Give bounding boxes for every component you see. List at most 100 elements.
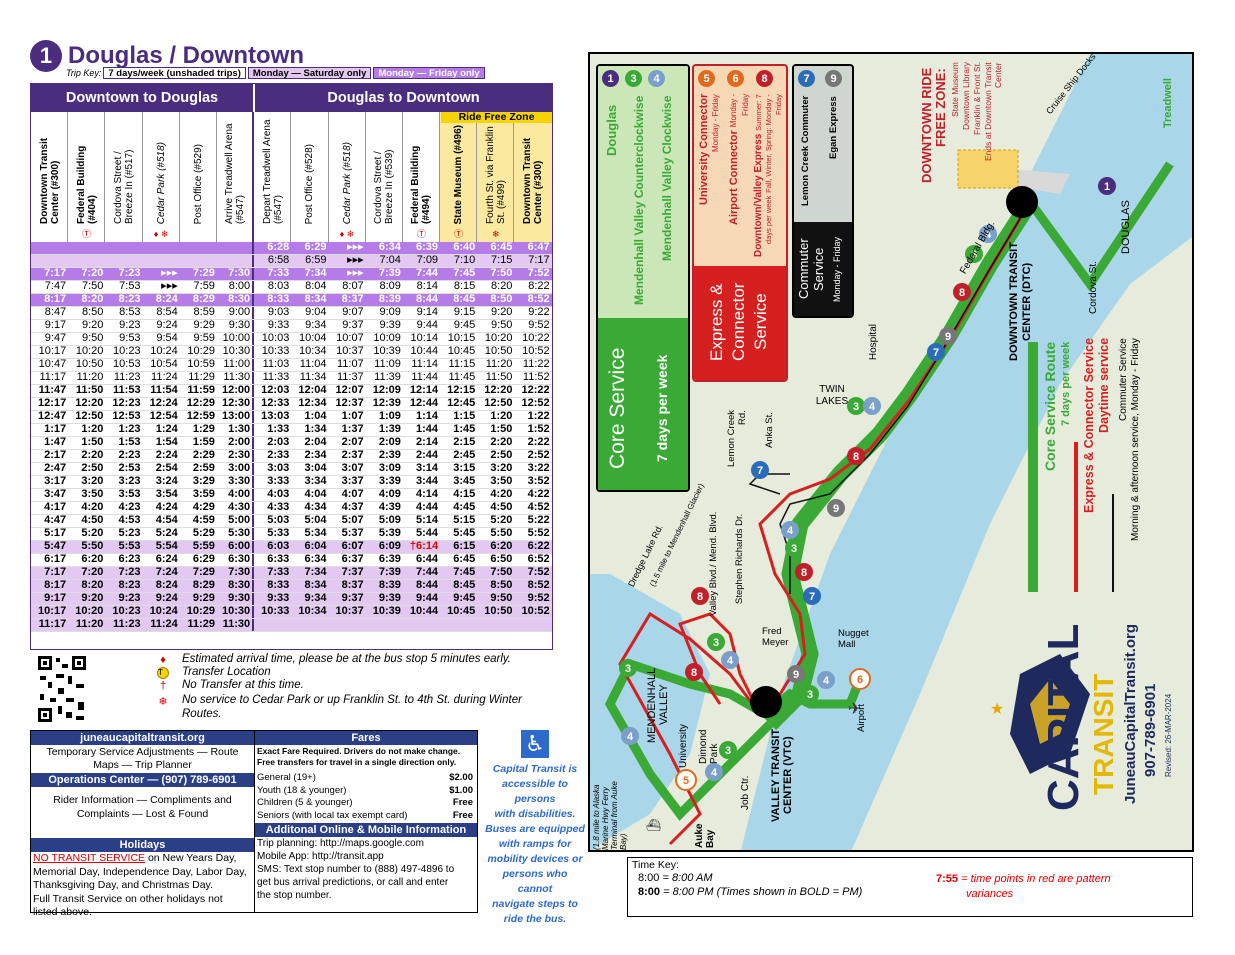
time-cell: 1:20	[81, 423, 104, 435]
time-cell: 3:14	[416, 462, 439, 474]
route-4-icon: 4	[648, 70, 665, 87]
time-cell: 2:47	[44, 462, 67, 474]
label-airport: Airport	[856, 704, 867, 732]
time-cell: 1:22	[527, 410, 550, 422]
accessibility-line: Capital Transit is	[492, 763, 578, 775]
stop-header: Post Office (#528)	[291, 112, 329, 242]
qr-code[interactable]	[36, 654, 88, 724]
time-cell: 8:14	[416, 280, 439, 292]
time-cell: 2:24	[155, 449, 178, 461]
label-lemon-creek: Lemon Creek Rd.	[726, 410, 748, 468]
time-cell: 8:33	[267, 579, 290, 591]
time-cell: 3:50	[490, 475, 513, 487]
time-cell: 12:54	[149, 410, 178, 422]
time-cell: 8:30	[217, 580, 255, 592]
commuter-routes-legend: 7 9 Lemon Creek Commuter Egan Express Co…	[792, 64, 854, 318]
time-cell: 12:04	[298, 384, 327, 396]
time-cell: 10:39	[372, 605, 401, 617]
time-cell: 10:33	[261, 345, 290, 357]
brand-url[interactable]: JuneauCapitalTransit.org	[1122, 624, 1139, 805]
time-cell: 1:50	[81, 436, 104, 448]
time-cell: 3:00	[217, 463, 255, 475]
online-info-header: Additonal Online & Mobile Information	[255, 823, 477, 837]
accessibility-line: Buses are equipped	[485, 823, 585, 835]
time-cell: 9:33	[267, 592, 290, 604]
time-cell: 8:39	[378, 293, 401, 305]
time-cell: 7:30	[217, 268, 255, 280]
fare-price: Free	[452, 809, 473, 821]
time-cell: 10:39	[373, 345, 401, 357]
time-cell: 8:30	[217, 294, 255, 306]
time-cell: 6:29	[192, 553, 215, 565]
dtc-marker	[1006, 186, 1038, 218]
time-cell: 4:34	[304, 501, 327, 513]
time-cell: 4:44	[416, 501, 439, 513]
time-cell: 10:23	[112, 605, 141, 617]
time-cell: 10:52	[521, 605, 550, 617]
time-cell: 8:20	[81, 293, 104, 305]
ride-free-zone-item: Franklin & Front St.	[972, 62, 982, 136]
time-cell: 5:50	[490, 527, 513, 539]
svg-text:8: 8	[697, 591, 703, 603]
time-cell: 6:17	[44, 553, 67, 565]
time-cell: 6:00	[217, 541, 255, 553]
time-cell: 9:39	[378, 592, 401, 604]
time-cell: 3:33	[267, 475, 290, 487]
stop-name: Cordova Street / Breeze In (#539)	[373, 149, 396, 225]
stop-name: Arrive Treadwell Arena (#547)	[224, 123, 247, 224]
time-cell: 11:04	[299, 358, 327, 370]
time-cell: 9:47	[44, 332, 67, 344]
time-cell: 10:37	[335, 605, 364, 617]
time-cell: 6:50	[490, 553, 513, 565]
time-cell	[440, 619, 477, 631]
time-cell: 7:17	[44, 566, 67, 578]
time-cell: 3:44	[416, 475, 439, 487]
time-cell: 12:20	[484, 384, 513, 396]
time-cell: 9:03	[267, 306, 290, 318]
time-cell: 8:44	[416, 579, 439, 591]
time-cell: 9:59	[193, 332, 215, 344]
route-9-name: Egan Express	[828, 96, 839, 159]
svg-text:7: 7	[933, 347, 939, 359]
website-header[interactable]: juneaucapitaltransit.org	[31, 731, 254, 745]
time-cell: 6:28	[267, 241, 290, 253]
mobile-app[interactable]: Mobile App: http://transit.app	[257, 851, 384, 862]
time-cell: 8:07	[342, 280, 364, 292]
trip-planning[interactable]: Trip planning: http://maps.google.com	[257, 838, 424, 849]
time-cell: 1:45	[453, 423, 476, 435]
label-dimond-park: Dimond Park	[698, 729, 720, 764]
time-cell: 2:39	[378, 449, 401, 461]
time-key-pm: 8:00 = 8:00 PM (Times shown in BOLD = PM…	[638, 886, 863, 898]
time-cell: 7:20	[81, 566, 104, 578]
time-cell: 7:10	[453, 254, 476, 266]
time-cell	[180, 255, 217, 267]
time-cell: 7:15	[491, 254, 513, 266]
time-cell: 6:03	[267, 540, 290, 552]
fare-label: Seniors (with local tax exempt card)	[257, 809, 408, 821]
time-cell: 12:14	[409, 384, 439, 396]
fare-label: General (19+)	[257, 772, 316, 783]
time-cell: 9:24	[156, 319, 178, 331]
time-cell: 5:33	[267, 527, 290, 539]
time-cell: 10:20	[75, 605, 104, 617]
svg-text:3: 3	[625, 663, 631, 675]
time-cell: 5:03	[267, 514, 290, 526]
accessibility-line: accessible to persons	[502, 778, 568, 805]
time-cell: 11:54	[150, 384, 178, 396]
label-ferry: (1.8 mile to Alaska Marine Hwy Ferry Ter…	[592, 781, 628, 850]
time-cell: 4:04	[304, 488, 327, 500]
time-cell: 8:33	[267, 293, 290, 305]
time-cell	[217, 255, 255, 267]
time-key: Time Key: 8:00 = 8:00 AM 8:00 = 8:00 PM …	[627, 857, 1193, 917]
time-cell: 9:44	[416, 592, 439, 604]
time-cell: 8:39	[378, 579, 401, 591]
route-title: 1 Douglas / Downtown	[30, 38, 304, 74]
key-core-line	[1028, 342, 1038, 592]
operations-center-header[interactable]: Operations Center — (907) 789-6901	[31, 773, 254, 787]
ops-line1: Rider Information — Compliments and	[53, 794, 232, 806]
